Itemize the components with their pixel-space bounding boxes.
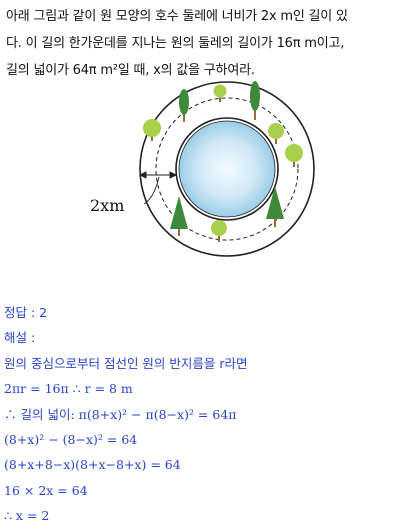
problem-line-2: 다. 이 길의 한가운데를 지나는 원의 둘레의 길이가 16π m이고, (6, 36, 345, 51)
tree-icon (250, 81, 260, 120)
solution-line-1: 원의 중심으로부터 점선인 원의 반지름을 r라면 (4, 355, 248, 371)
middle-dashed-circle (155, 97, 299, 241)
tree-icon (143, 119, 161, 141)
inner-circle (175, 117, 279, 221)
label-leader-line (143, 176, 160, 205)
width-arrow (138, 171, 178, 179)
lake (179, 121, 275, 217)
tree-icon (266, 186, 284, 227)
solution-line-7: ∴ x = 2 (4, 508, 50, 524)
problem-statement: 아래 그림과 같이 원 모양의 호수 둘레에 너비가 2x m인 길이 있 다.… (6, 3, 398, 84)
tree-icon (268, 123, 284, 144)
solution-block: 정답 : 2 해설 : 원의 중심으로부터 점선인 원의 반지름을 r라면 2π… (4, 300, 396, 529)
tree-icon (285, 144, 303, 167)
lake-path-figure (138, 81, 315, 257)
tree-icon (213, 84, 227, 102)
problem-line-1: 아래 그림과 같이 원 모양의 호수 둘레에 너비가 2x m인 길이 있 (6, 9, 348, 24)
explanation-label: 해설 : (4, 330, 36, 346)
problem-line-3: 길의 넓이가 64π m²일 때, x의 값을 구하여라. (6, 63, 255, 78)
solution-line-2: 2πr = 16π ∴ r = 8 m (4, 381, 133, 397)
solution-line-5: (8+x+8−x)(8+x−8+x) = 64 (4, 457, 181, 473)
tree-icon (179, 89, 189, 122)
tree-icon (170, 196, 188, 236)
tree-icon (211, 220, 227, 242)
answer-line: 정답 : 2 (4, 305, 48, 320)
solution-line-4: (8+x)² − (8−x)² = 64 (4, 431, 138, 447)
width-label: 2xm (90, 196, 125, 215)
solution-line-3: ∴ 길의 넓이: π(8+x)² − π(8−x)² = 64π (4, 406, 237, 422)
solution-line-6: 16 × 2x = 64 (4, 482, 88, 498)
